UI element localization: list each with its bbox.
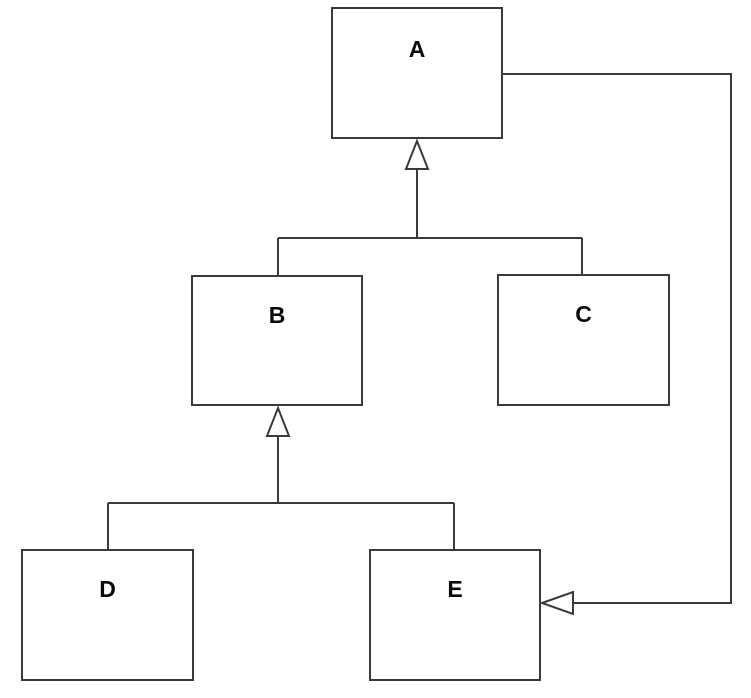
edge-b-c-to-a: [277, 138, 583, 275]
edge-route-a-to-e: [503, 73, 732, 604]
class-label-b: B: [268, 302, 286, 328]
edge-d-e-to-b: [107, 405, 455, 549]
class-box-c[interactable]: C: [497, 274, 670, 406]
class-box-b[interactable]: B: [191, 275, 363, 406]
class-box-a[interactable]: A: [331, 7, 503, 139]
class-label-e: E: [447, 576, 463, 602]
edge-a-to-e: [503, 73, 732, 616]
arrowhead-to-e: [539, 590, 574, 616]
class-label-d: D: [99, 576, 116, 602]
class-label-a: A: [408, 36, 426, 62]
arrowhead-to-b: [265, 405, 291, 437]
class-box-d[interactable]: D: [21, 549, 194, 681]
class-label-c: C: [575, 301, 592, 327]
class-box-e[interactable]: E: [369, 549, 541, 681]
arrowhead-to-a: [404, 138, 430, 170]
